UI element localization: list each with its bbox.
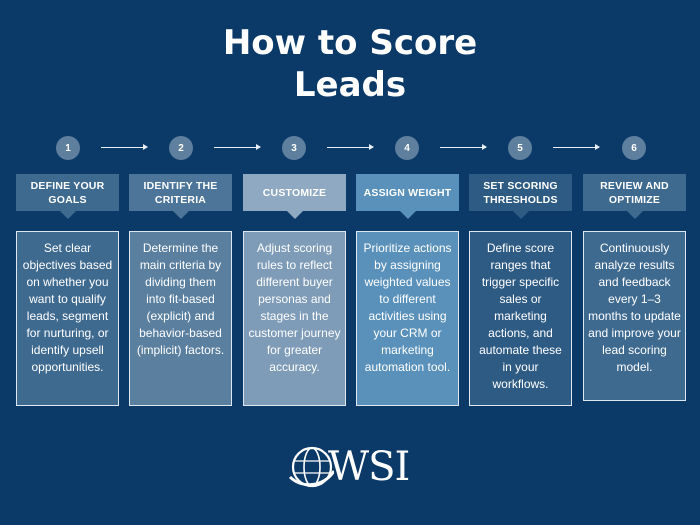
- step-heading-2: IDENTIFY THE CRITERIA: [129, 174, 232, 219]
- connector-arrow-4-5: [440, 144, 487, 150]
- step-description-5: Define score ranges that trigger specifi…: [469, 231, 572, 406]
- step-description-2: Determine the main criteria by dividing …: [129, 231, 232, 406]
- connector-arrow-5-6: [553, 144, 600, 150]
- step-number-4: 4: [395, 136, 419, 160]
- step-heading-1: DEFINE YOUR GOALS: [16, 174, 119, 219]
- globe-swoosh-icon: [288, 446, 334, 488]
- connector-arrow-3-4: [327, 144, 374, 150]
- step-number-2: 2: [169, 136, 193, 160]
- step-heading-3: CUSTOMIZE: [243, 174, 346, 219]
- step-number-1: 1: [56, 136, 80, 160]
- step-description-1: Set clear objectives based on whether yo…: [16, 231, 119, 406]
- step-description-6: Continuously analyze results and feedbac…: [583, 231, 686, 401]
- step-number-6: 6: [622, 136, 646, 160]
- page-title: How to Score Leads: [0, 22, 700, 106]
- step-description-3: Adjust scoring rules to reflect differen…: [243, 231, 346, 406]
- step-description-4: Prioritize actions by assigning weighted…: [356, 231, 459, 406]
- step-heading-6: REVIEW AND OPTIMIZE: [583, 174, 686, 219]
- connector-arrow-1-2: [101, 144, 148, 150]
- wsi-logo: WSI: [288, 438, 428, 496]
- step-heading-4: ASSIGN WEIGHT: [356, 174, 459, 219]
- title-line-2: Leads: [293, 65, 407, 105]
- step-number-3: 3: [282, 136, 306, 160]
- step-heading-5: SET SCORING THRESHOLDS: [469, 174, 572, 219]
- title-line-1: How to Score: [222, 23, 478, 63]
- connector-arrow-2-3: [214, 144, 261, 150]
- step-number-5: 5: [508, 136, 532, 160]
- logo-text: WSI: [328, 444, 410, 490]
